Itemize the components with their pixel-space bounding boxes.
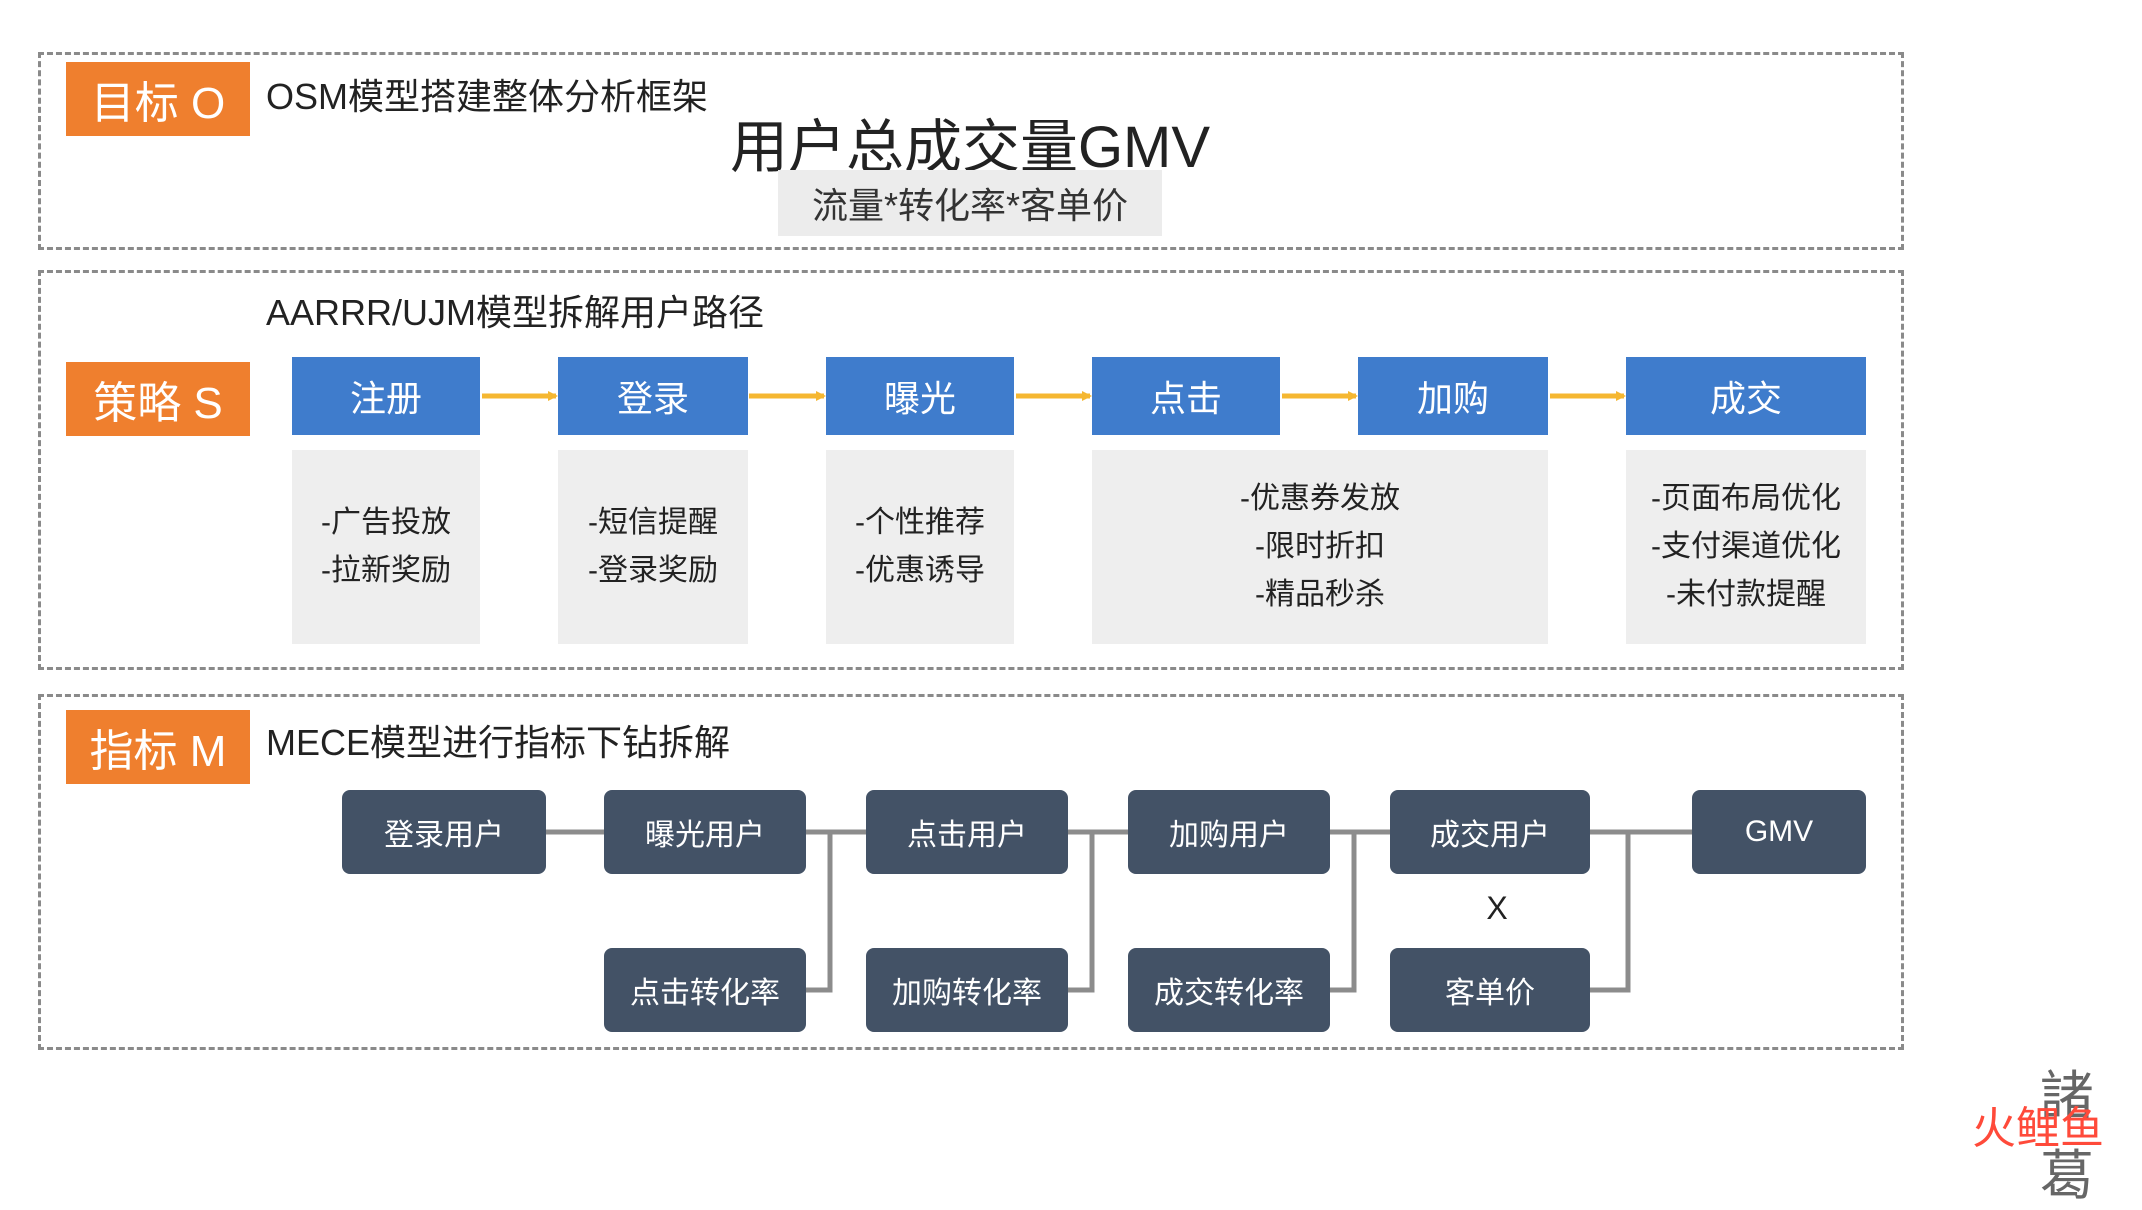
goal-section xyxy=(38,52,1904,250)
metric-exposure-users: 曝光用户 xyxy=(604,790,806,874)
strategy-section xyxy=(38,270,1904,670)
goal-subtitle: OSM模型搭建整体分析框架 xyxy=(266,76,709,117)
metric-connector xyxy=(806,832,833,993)
metric-click-users: 点击用户 xyxy=(866,790,1068,874)
goal-tag: 目标 O xyxy=(66,62,250,136)
tactic-click-cart: -优惠券发放 -限时折扣 -精品秒杀 xyxy=(1092,450,1548,644)
tactic-item: -短信提醒 xyxy=(588,506,718,539)
metric-cart-rate: 加购转化率 xyxy=(866,948,1068,1032)
goal-title: 用户总成交量GMV xyxy=(729,115,1211,180)
metric-login-users: 登录用户 xyxy=(342,790,546,874)
metric-deal-users: 成交用户 xyxy=(1390,790,1590,874)
tactic-item: -优惠券发放 xyxy=(1240,482,1400,515)
metric-connector xyxy=(1330,832,1357,993)
metrics-tag: 指标 M xyxy=(66,710,250,784)
metrics-section xyxy=(38,694,1904,1050)
strategy-tag: 策略 S xyxy=(66,362,250,436)
watermark-logo-bottom: 火鲤鱼 xyxy=(1972,1104,2104,1153)
tactic-register: -广告投放 -拉新奖励 xyxy=(292,450,480,644)
tactic-item: -广告投放 xyxy=(321,506,451,539)
tactic-deal: -页面布局优化 -支付渠道优化 -未付款提醒 xyxy=(1626,450,1866,644)
tactic-item: -支付渠道优化 xyxy=(1651,530,1841,563)
tactic-item: -个性推荐 xyxy=(855,506,985,539)
metric-click-rate: 点击转化率 xyxy=(604,948,806,1032)
metric-avg-order-value: 客单价 xyxy=(1390,948,1590,1032)
tactic-item: -登录奖励 xyxy=(588,554,718,587)
tactic-item: -拉新奖励 xyxy=(321,554,451,587)
strategy-subtitle: AARRR/UJM模型拆解用户路径 xyxy=(266,292,765,333)
tactic-item: -精品秒杀 xyxy=(1255,578,1385,611)
goal-formula: 流量*转化率*客单价 xyxy=(778,170,1162,236)
step-click: 点击 xyxy=(1092,357,1280,435)
step-login: 登录 xyxy=(558,357,748,435)
tactic-item: -限时折扣 xyxy=(1255,530,1385,563)
tactic-item: -优惠诱导 xyxy=(855,554,985,587)
tactic-item: -未付款提醒 xyxy=(1666,578,1826,611)
tactic-exposure: -个性推荐 -优惠诱导 xyxy=(826,450,1014,644)
metric-deal-rate: 成交转化率 xyxy=(1128,948,1330,1032)
connectors xyxy=(482,391,1692,993)
step-register: 注册 xyxy=(292,357,480,435)
metric-cart-users: 加购用户 xyxy=(1128,790,1330,874)
metric-connector xyxy=(1590,832,1631,993)
metric-connector xyxy=(1068,832,1095,993)
step-exposure: 曝光 xyxy=(826,357,1014,435)
metrics-subtitle: MECE模型进行指标下钻拆解 xyxy=(266,722,731,763)
tactic-item: -页面布局优化 xyxy=(1651,482,1841,515)
step-deal: 成交 xyxy=(1626,357,1866,435)
multiply-operator: X xyxy=(1486,890,1508,926)
tactic-login: -短信提醒 -登录奖励 xyxy=(558,450,748,644)
metric-gmv: GMV xyxy=(1692,790,1866,874)
step-add-cart: 加购 xyxy=(1358,357,1548,435)
